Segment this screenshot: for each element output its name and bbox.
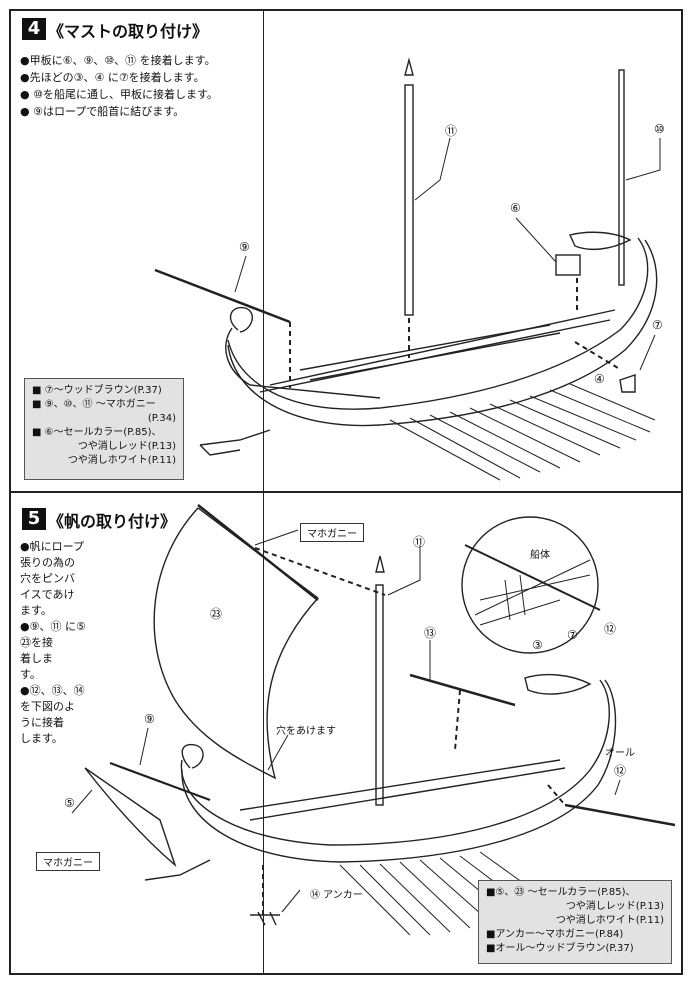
label-part-7: ⑦ [652,318,663,332]
label-mahogany-left: マホガニー [36,852,100,871]
ram [144,859,211,881]
step5-instruction: ●⑨、⑪ に⑤ [20,620,86,633]
paint-line: つや消しホワイト(P.11) [67,455,176,466]
hull-top-line [227,237,649,410]
stern-ornament [524,673,592,695]
label-part-12: ⑫ [614,764,627,778]
step5-instruction: ㉓を接 [20,636,53,649]
mast-11 [404,84,414,316]
label-part-7: ⑦ [567,628,578,642]
label-part-23: ㉓ [210,607,223,621]
hull-detail-inset [461,516,599,654]
spar-9 [154,268,291,324]
part-6 [555,254,581,276]
step5-instruction: 穴をピンバ [20,572,75,585]
paint-line: つや消しレッド(P.13) [565,901,664,912]
paint-line: ■ ⑥～セールカラー(P.85)、 [32,427,162,438]
step5-instruction: うに接着 [20,716,64,729]
column-rule-bottom [263,493,264,973]
label-part-3: ③ [532,638,543,652]
yard [197,504,319,601]
label-part-4: ④ [594,372,605,386]
step5-instruction: イスであけ [20,588,75,601]
mast-10 [618,69,625,286]
step5-instruction: を下図のよ [20,700,75,713]
oar-12 [564,803,676,827]
label-oar: オール [605,748,635,759]
part-13 [409,673,516,707]
label-anchor: ⑭ アンカー [310,890,363,901]
step5-instruction: ます。 [20,604,52,617]
part-5 [84,767,177,868]
label-part-10: ⑩ [654,122,665,136]
step5-instruction: ●帆にロープ [20,540,84,553]
hull-bottom-line [227,239,658,427]
paint-line: つや消しホワイト(P.11) [555,915,664,926]
step5-instructions: ●帆にロープ 張りの為の 穴をピンバ イスであけ ます。 ●⑨、⑪ に⑤ ㉓を接… [20,539,86,747]
step4-title: 《マストの取り付け》 [48,22,209,41]
label-part-6: ⑥ [510,201,521,215]
step5-paint-box: ■⑤、㉓ ～セールカラー(P.85)、 つや消しレッド(P.13) つや消しホワ… [478,880,672,964]
paint-line: ■⑤、㉓ ～セールカラー(P.85)、 [486,887,636,898]
step4-instruction: ● ⑨はロープで船首に結びます。 [20,105,185,118]
step4-number: 4 [22,18,46,40]
label-part-9: ⑨ [144,712,155,726]
step5-title: 《帆の取り付け》 [48,512,177,531]
bow-scroll [181,743,204,769]
column-rule-top [263,11,264,491]
step4-instructions: ●甲板に⑥、⑨、⑩、⑪ を接着します。 ●先ほどの③、④ に⑦を接着します。 ●… [20,52,218,120]
step4-instruction: ● ⑩を船尾に通し、甲板に接着します。 [20,88,218,101]
step4-instruction: ●甲板に⑥、⑨、⑩、⑪ を接着します。 [20,54,216,67]
ram [199,429,271,456]
step5-instruction: します。 [20,732,63,745]
paint-line: ■アンカー～マホガニー(P.84) [486,929,624,940]
mast-11 [375,584,384,806]
label-part-9: ⑨ [239,240,250,254]
step5-instruction: 着しま [20,652,53,665]
sail-23 [153,507,319,780]
label-part-12-inset: ⑫ [604,622,617,636]
label-mahogany-top: マホガニー [300,523,364,542]
step5-number: 5 [22,508,46,530]
label-part-11: ⑪ [413,535,426,549]
section-divider [9,491,683,493]
label-hull-inset: 船体 [530,550,550,561]
paint-line: ■ ⑨、⑩、⑪ ～マホガニー [32,399,156,410]
spar-9 [109,761,211,802]
label-part-13: ⑬ [424,626,437,640]
step4-instruction: ●先ほどの③、④ に⑦を接着します。 [20,71,205,84]
step4-paint-box: ■ ⑦～ウッドブラウン(P.37) ■ ⑨、⑩、⑪ ～マホガニー (P.34) … [24,378,184,480]
bow-scroll [229,306,253,333]
label-hole: 穴をあけます [276,726,336,737]
step5-instruction: ●⑫、⑬、⑭ [20,684,85,697]
paint-line: (P.34) [147,413,176,424]
hull-top-line [180,679,610,846]
paint-line: つや消しレッド(P.13) [77,441,176,452]
stern-ornament [569,231,632,251]
label-part-5: ⑤ [64,796,75,810]
paint-line: ■オール～ウッドブラウン(P.37) [486,943,634,954]
anchor-14 [250,911,280,926]
label-part-11: ⑪ [445,124,458,138]
paint-line: ■ ⑦～ウッドブラウン(P.37) [32,385,162,396]
part-7 [619,374,636,393]
step5-instruction: 張りの為の [20,556,75,569]
step5-instruction: す。 [20,668,41,681]
